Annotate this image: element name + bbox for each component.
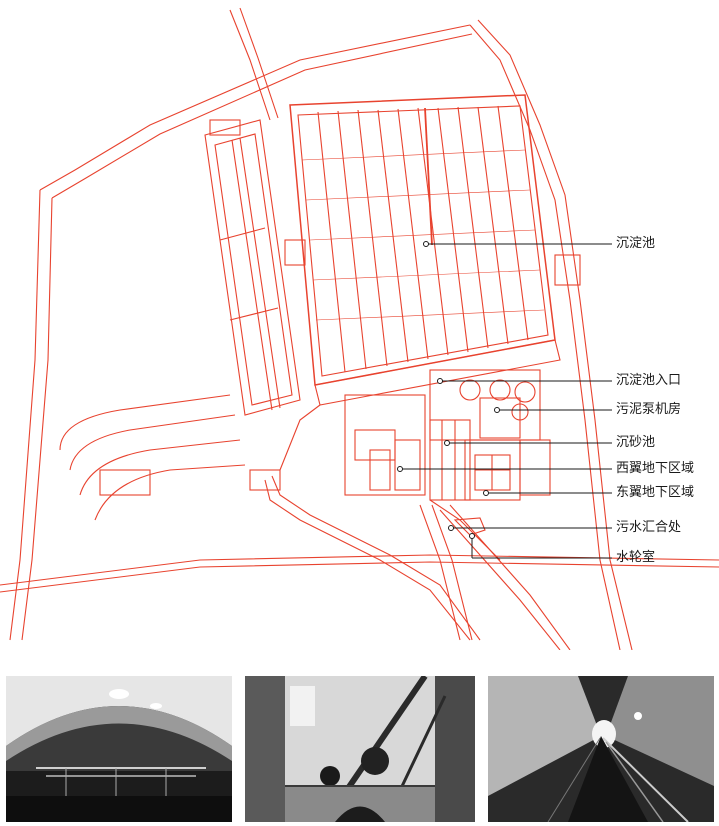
photo-settling-tank-interior <box>6 676 232 822</box>
label-grit-chamber: 沉砂池 <box>616 435 656 450</box>
label-water-wheel-room: 水轮室 <box>616 550 656 565</box>
label-settling-tanks: 沉淀池 <box>616 236 656 251</box>
label-west-wing-underground: 西翼地下区域 <box>616 461 695 476</box>
label-east-wing-underground: 东翼地下区域 <box>616 485 695 500</box>
label-sewage-confluence: 污水汇合处 <box>616 520 682 535</box>
photo-water-wheel-machinery <box>245 676 475 822</box>
label-settling-inlet: 沉淀池入口 <box>616 373 682 388</box>
photo-underground-culvert <box>488 676 714 822</box>
site-plan-drawing <box>0 7 719 650</box>
label-sludge-pump-house: 污泥泵机房 <box>616 402 682 417</box>
